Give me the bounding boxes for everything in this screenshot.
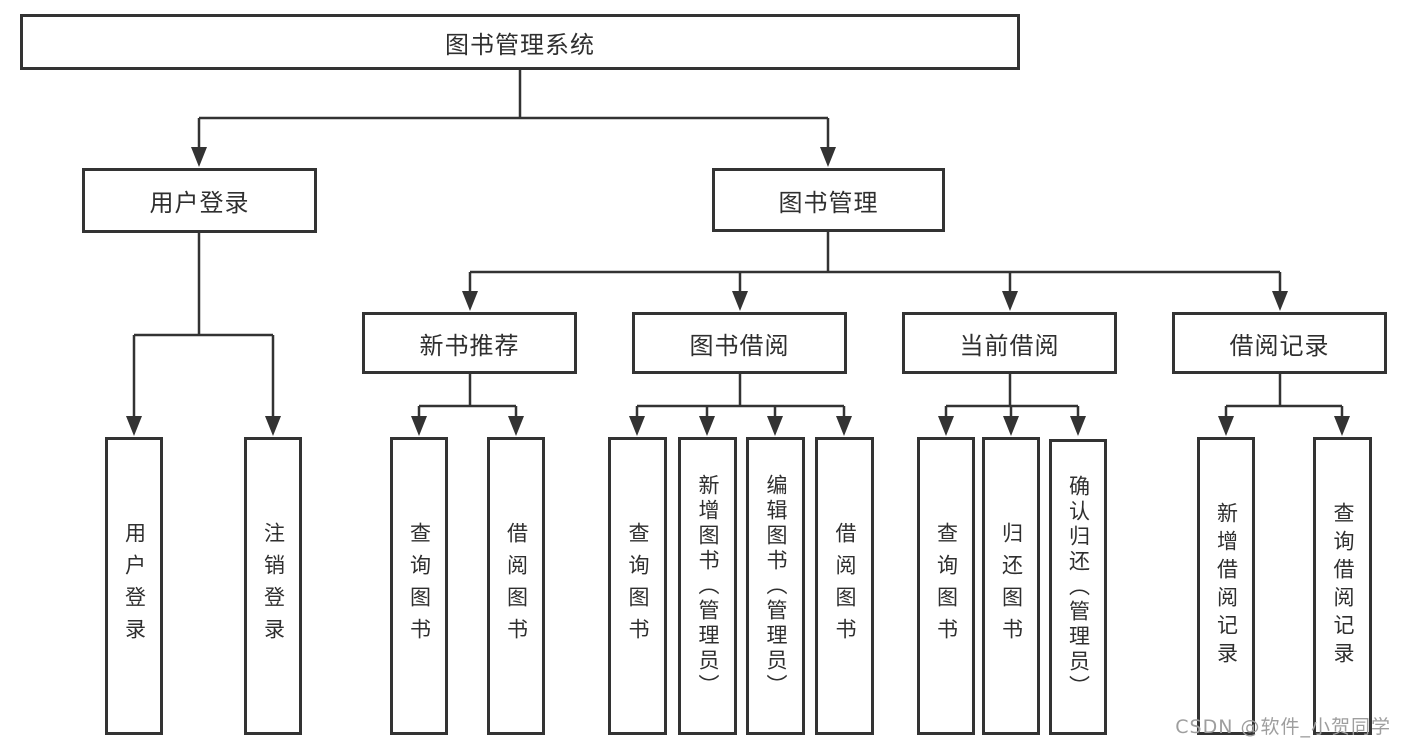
node-label: 用户登录 — [122, 522, 147, 650]
node-leaf-query-books-borrow: 查询图书 — [608, 437, 667, 735]
connector-new-book-recommend-to-leaves — [417, 374, 518, 420]
node-label: 图书管理 — [778, 188, 879, 217]
node-leaf-add-borrow-record: 新增借阅记录 — [1197, 437, 1255, 735]
node-user-login: 用户登录 — [82, 168, 317, 233]
connector-root-to-level1 — [197, 70, 830, 150]
node-new-book-recommend: 新书推荐 — [362, 312, 577, 374]
node-label: 借阅记录 — [1229, 331, 1330, 360]
node-leaf-add-book-admin: 新增图书（管理员） — [678, 437, 737, 735]
connector-borrow-records-to-leaves — [1224, 374, 1344, 420]
node-label: 新书推荐 — [419, 331, 520, 360]
node-label: 借阅图书 — [833, 522, 857, 650]
node-borrow-records: 借阅记录 — [1172, 312, 1387, 374]
node-label: 新增图书（管理员） — [696, 473, 720, 699]
connector-current-borrow-to-leaves — [944, 374, 1080, 420]
node-leaf-edit-book-admin: 编辑图书（管理员） — [746, 437, 805, 735]
node-label: 图书管理系统 — [445, 30, 595, 59]
node-library-management-system: 图书管理系统 — [20, 14, 1020, 70]
node-current-borrow: 当前借阅 — [902, 312, 1117, 374]
node-label: 借阅图书 — [504, 522, 529, 650]
arrowhead-icons — [126, 147, 1350, 436]
node-label: 注销登录 — [261, 522, 286, 650]
node-label: 查询图书 — [934, 522, 959, 650]
node-leaf-return-books: 归还图书 — [982, 437, 1040, 735]
node-label: 新增借阅记录 — [1214, 502, 1239, 670]
node-leaf-borrow-books-recommend: 借阅图书 — [487, 437, 545, 735]
node-leaf-confirm-return-admin: 确认归还（管理员） — [1049, 439, 1107, 735]
node-leaf-query-books-recommend: 查询图书 — [390, 437, 448, 735]
node-label: 查询图书 — [407, 522, 432, 650]
node-label: 归还图书 — [999, 522, 1024, 650]
connector-book-management-to-level2 — [468, 232, 1282, 296]
node-book-management: 图书管理 — [712, 168, 945, 232]
node-leaf-user-login: 用户登录 — [105, 437, 163, 735]
connector-user-login-to-leaves — [132, 233, 275, 420]
node-book-borrow: 图书借阅 — [632, 312, 847, 374]
node-leaf-borrow-books-borrow: 借阅图书 — [815, 437, 874, 735]
connector-book-borrow-to-leaves — [635, 374, 846, 420]
node-label: 当前借阅 — [959, 331, 1060, 360]
node-label: 图书借阅 — [689, 331, 790, 360]
node-leaf-logout-login: 注销登录 — [244, 437, 302, 735]
csdn-watermark: CSDN @软件_小贺同学 — [1175, 716, 1391, 738]
node-label: 编辑图书（管理员） — [764, 473, 788, 699]
node-label: 确认归还（管理员） — [1066, 474, 1091, 700]
node-leaf-query-borrow-record: 查询借阅记录 — [1313, 437, 1372, 735]
node-label: 用户登录 — [149, 189, 250, 217]
node-label: 查询图书 — [626, 522, 650, 650]
node-label: 查询借阅记录 — [1331, 502, 1355, 670]
node-leaf-query-books-current: 查询图书 — [917, 437, 975, 735]
